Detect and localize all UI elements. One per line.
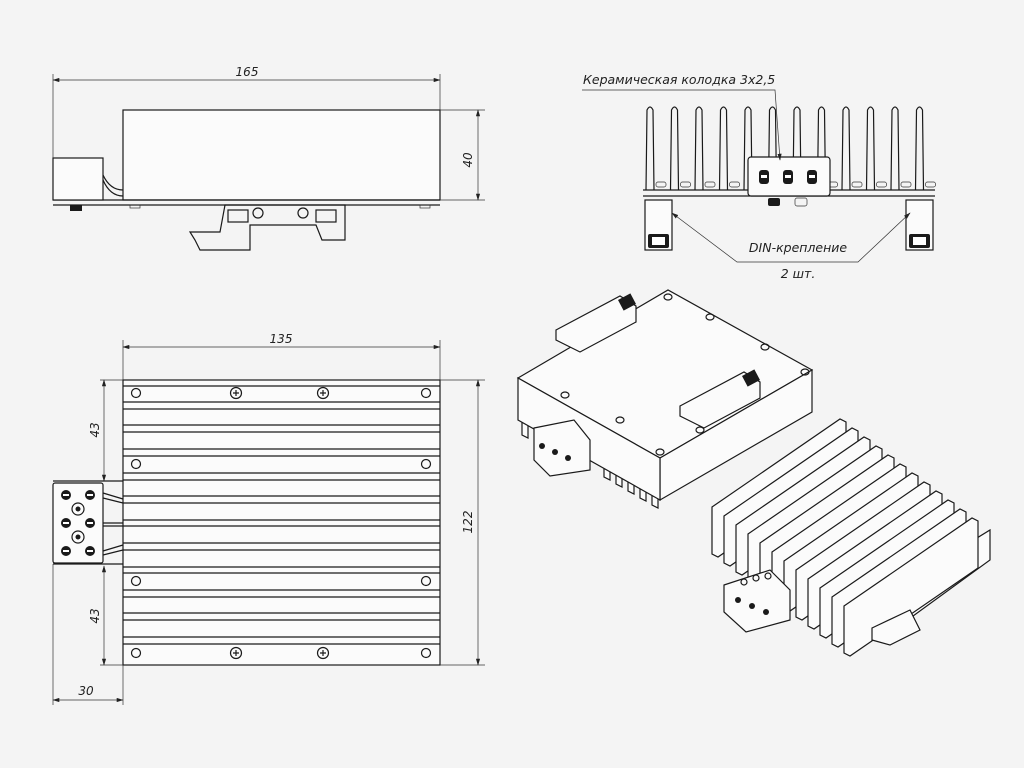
mounting-hole: [420, 575, 432, 587]
screw-cross: [233, 650, 239, 656]
screw: [316, 386, 330, 400]
leader-din: [671, 212, 911, 263]
mounting-hole: [130, 458, 142, 470]
mounting-hole: [655, 448, 665, 456]
label-ceramic-block: Керамическая колодка 3х2,5: [583, 72, 775, 87]
dimension-135: 135: [270, 332, 293, 346]
terminal-screw-slot: [87, 522, 93, 524]
front-view: Керамическая колодка 3х2,5 DIN-крепление…: [582, 72, 936, 281]
isometric-view-top: [516, 289, 814, 509]
fin: [890, 106, 900, 191]
terminal-screw-slot: [63, 522, 69, 524]
fin: [767, 106, 778, 191]
side-view: 165 40: [52, 65, 485, 251]
mounting-hole: [760, 343, 770, 351]
fin: [792, 106, 802, 191]
mounting-hole: [705, 313, 715, 321]
label-din-mount: DIN-крепление: [749, 240, 847, 255]
isometric-view-bottom: [711, 418, 991, 657]
ground-screw-center: [75, 506, 81, 512]
fin-slot: [655, 181, 667, 188]
top-view: 135 122 43 43 30: [52, 332, 485, 705]
fin-slot: [925, 181, 936, 188]
fin: [816, 106, 827, 191]
mounting-hole: [130, 647, 142, 659]
screw-cross: [233, 390, 239, 396]
dimension-165: 165: [236, 65, 259, 79]
terminal-block-top: [52, 482, 104, 564]
terminal-screw-slot: [761, 175, 767, 178]
mounting-hole: [800, 368, 810, 376]
fin-slot: [851, 181, 863, 188]
dimension-40: 40: [461, 152, 475, 168]
fin-slot: [680, 181, 691, 188]
fin: [718, 106, 729, 191]
screw-cross: [320, 390, 326, 396]
terminal-screw-slot: [809, 175, 815, 178]
terminal-block-iso-1: [533, 419, 591, 477]
screw: [316, 646, 330, 660]
fin-slot: [876, 181, 887, 188]
terminal-screw-slot: [87, 550, 93, 552]
screw: [229, 646, 243, 660]
terminal-screw-slot: [63, 494, 69, 496]
mounting-hole: [663, 293, 673, 301]
din-clip-side: [188, 204, 346, 251]
dimension-43-upper: 43: [88, 422, 102, 437]
fin-slot: [900, 181, 912, 188]
fin-slot: [704, 181, 716, 188]
dimension-43-lower: 43: [88, 608, 102, 623]
din-clip-iso-2: [679, 369, 761, 429]
fin: [841, 106, 851, 191]
fin: [743, 106, 753, 191]
screw: [229, 386, 243, 400]
label-din-count: 2 шт.: [781, 266, 816, 281]
terminal-box: [52, 157, 104, 201]
fin: [843, 517, 979, 657]
fin: [865, 106, 876, 191]
din-clip-iso-3: [871, 609, 921, 646]
mounting-hole: [615, 416, 625, 424]
ground-screw: [71, 502, 85, 516]
terminal-screw-slot: [87, 494, 93, 496]
fin: [694, 106, 704, 191]
ground-screw: [71, 530, 85, 544]
ground-screw-center: [75, 534, 81, 540]
mounting-hole: [130, 575, 142, 587]
fin: [669, 106, 680, 191]
mounting-hole: [420, 387, 432, 399]
mounting-hole: [420, 647, 432, 659]
dimension-30: 30: [78, 684, 94, 698]
terminal-block-iso-2: [723, 569, 791, 633]
leader-ceramic: [582, 89, 782, 161]
fin: [645, 106, 655, 191]
mounting-hole: [130, 387, 142, 399]
fin-slot: [729, 181, 740, 188]
terminal-screw-slot: [785, 175, 791, 178]
mounting-hole: [560, 391, 570, 399]
screw-cross: [320, 650, 326, 656]
mounting-hole: [695, 426, 705, 434]
dimension-122: 122: [461, 511, 475, 534]
terminal-screw-slot: [63, 550, 69, 552]
din-clip-iso-1: [555, 293, 637, 353]
mounting-hole: [420, 458, 432, 470]
fin: [914, 106, 925, 191]
